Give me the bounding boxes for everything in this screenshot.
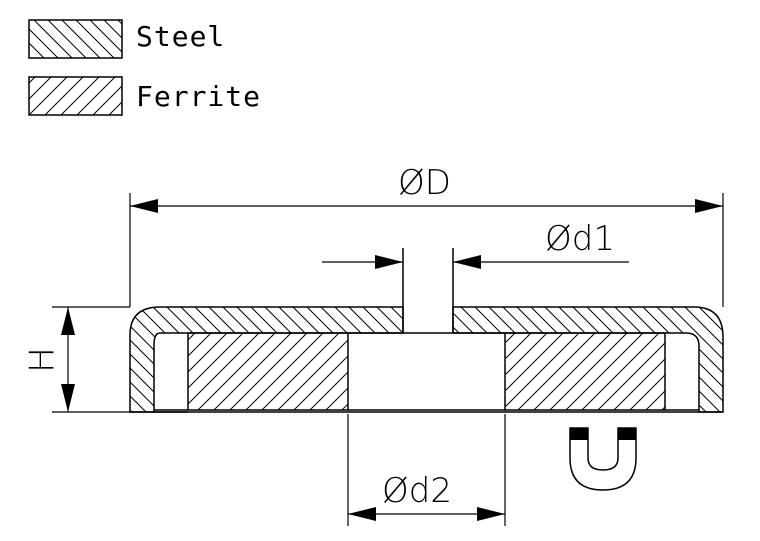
ferrite-right [504, 332, 666, 411]
dimension-height [52, 306, 130, 413]
inner-diameter-label: Ød2 [382, 471, 452, 511]
steel-top-left [129, 306, 404, 413]
legend-swatch-ferrite [28, 76, 123, 116]
steel-cup [129, 306, 724, 413]
legend-label-steel: Steel [136, 20, 226, 53]
legend-label-ferrite: Ferrite [136, 80, 262, 113]
ferrite-left [187, 332, 349, 411]
dimension-inner-diameter [347, 414, 506, 526]
legend [28, 19, 123, 116]
hole-diameter-label: Ød1 [545, 219, 615, 259]
dimension-outer-diameter [129, 193, 724, 307]
outer-diameter-label: ØD [398, 163, 451, 203]
legend-swatch-steel [28, 19, 123, 59]
ferrite-ring [187, 332, 666, 411]
horseshoe-magnet-icon [569, 427, 637, 491]
height-label: H [23, 347, 63, 373]
